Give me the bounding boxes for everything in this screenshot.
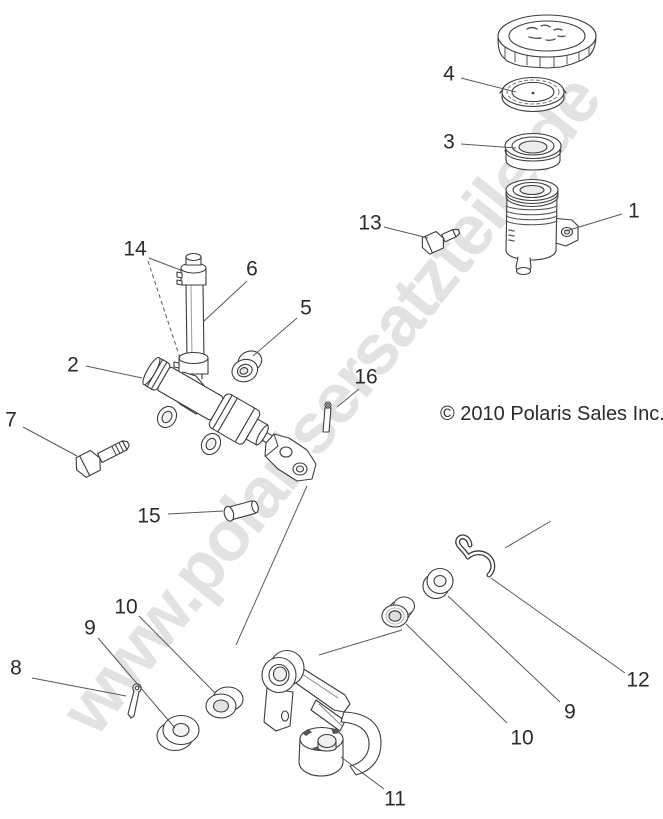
reservoir-body-drawing: [505, 178, 579, 276]
tube-clamp-lower: [173, 361, 180, 369]
leader-line: [147, 260, 181, 359]
leader-line: [460, 77, 517, 93]
leader-line: [318, 629, 403, 656]
brake-pedal-assembly-drawing: [261, 649, 382, 777]
master-cylinder-drawing: [142, 356, 317, 482]
fitting-bolt-drawing: [421, 228, 461, 255]
reservoir-cap-drawing: [497, 14, 597, 69]
leader-line: [340, 756, 385, 790]
leader-line: [85, 365, 143, 379]
leader-line: [22, 426, 78, 457]
leader-line: [504, 520, 552, 549]
leader-line: [235, 485, 308, 646]
bushing-10-left-drawing: [205, 686, 244, 719]
leader-line: [202, 280, 248, 323]
hex-bolt-drawing: [75, 440, 130, 478]
leader-line: [31, 677, 127, 697]
washer-9-right-drawing: [422, 567, 454, 600]
leader-lines: [22, 77, 626, 790]
leader-line: [97, 637, 176, 729]
cotter-pin-16-drawing: [322, 401, 332, 433]
leader-line: [383, 226, 429, 239]
leader-line: [460, 143, 517, 149]
diaphragm-plate-drawing: [499, 76, 567, 113]
tube-clamp-upper: [176, 271, 183, 279]
spring-clip-drawing: [455, 534, 496, 578]
clevis-pin-drawing: [223, 500, 259, 522]
leader-line: [405, 623, 508, 724]
boot-plug-drawing: [231, 350, 263, 383]
leader-line: [138, 615, 216, 694]
leader-line: [565, 213, 623, 232]
reservoir-tube-drawing: [173, 252, 209, 380]
leader-line: [167, 510, 224, 515]
leader-line: [336, 388, 360, 408]
washer-9-left-drawing: [156, 714, 200, 752]
leader-line: [447, 595, 561, 703]
cotter-pin-8-drawing: [127, 683, 142, 719]
copyright-text: © 2010 Polaris Sales Inc.: [440, 403, 663, 425]
leader-line: [490, 577, 626, 674]
clevis-drawing: [264, 433, 317, 482]
leader-line: [252, 317, 298, 357]
reservoir-seal-drawing: [504, 132, 562, 171]
bushing-10-right-drawing: [381, 596, 416, 628]
leader-line: [148, 257, 184, 272]
